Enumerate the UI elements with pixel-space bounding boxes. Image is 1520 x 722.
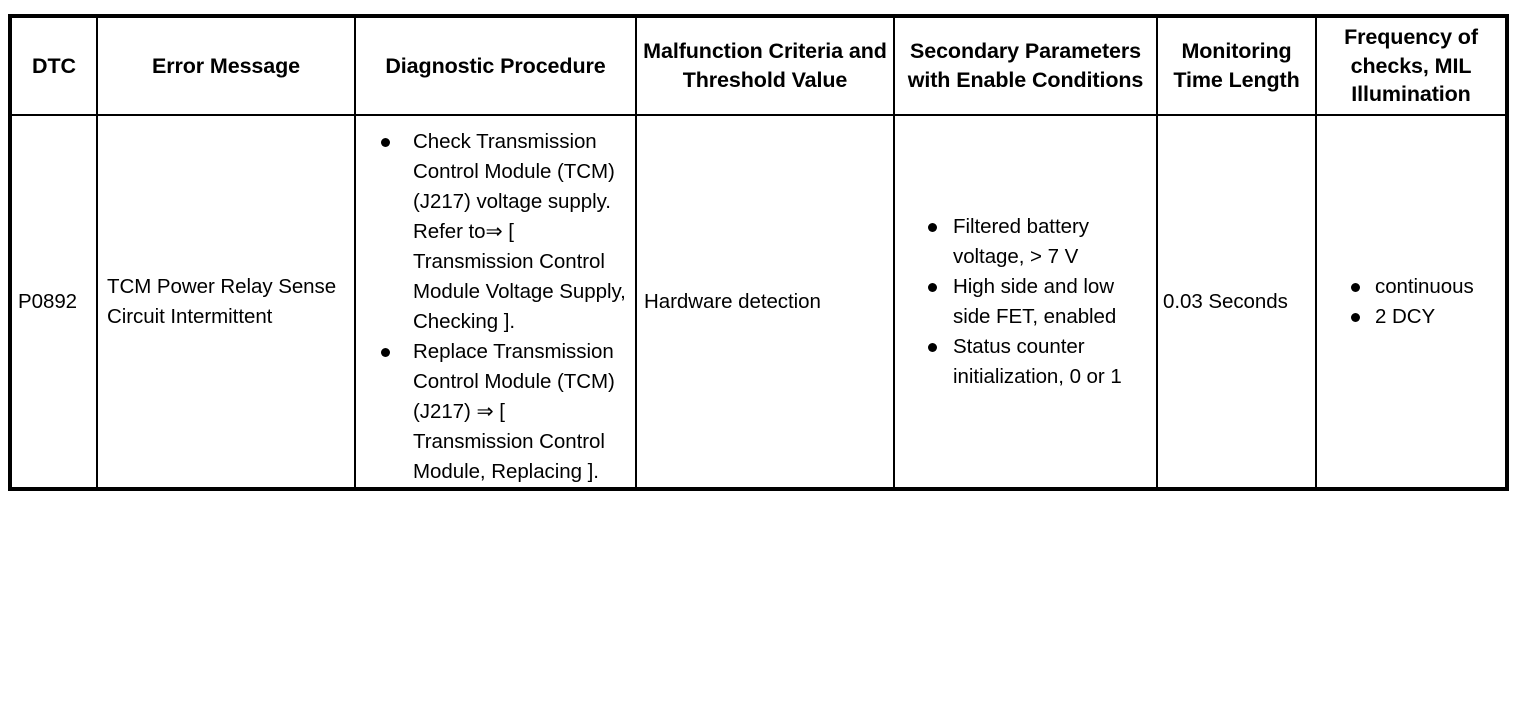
header-row: DTC Error Message Diagnostic Procedure M… [9,15,1508,116]
list-item: Status counter initialization, 0 or 1 [895,332,1156,392]
column-header-diagnostic-procedure: Diagnostic Procedure [354,15,637,116]
column-header-dtc: DTC [9,15,98,116]
list-item-label: Status counter initialization, 0 or 1 [953,334,1122,388]
list-item-label: Check Transmission Control Module (TCM) … [413,130,626,334]
cell-dtc: P0892 [9,113,98,491]
bullet-icon [928,282,937,292]
frequency-of-checks-list: continuous 2 DCY [1317,272,1505,332]
bullet-icon [381,138,390,147]
list-item: Check Transmission Control Module (TCM) … [356,127,635,337]
list-item: continuous [1317,272,1505,302]
bullet-icon [928,222,937,232]
list-item-label: Filtered battery voltage, > 7 V [953,214,1089,268]
cell-frequency-of-checks: continuous 2 DCY [1315,113,1508,491]
list-item-label: Replace Transmission Control Module (TCM… [413,340,615,484]
list-item: High side and low side FET, enabled [895,272,1156,332]
column-header-malfunction-criteria: Malfunction Criteria and Threshold Value [635,15,895,116]
cell-malfunction-criteria: Hardware detection [635,113,895,491]
list-item-label: 2 DCY [1375,304,1436,328]
bullet-icon [381,348,390,358]
table-header: DTC Error Message Diagnostic Procedure M… [9,15,1508,116]
bullet-icon [928,342,937,352]
cell-error-message: TCM Power Relay Sense Circuit Intermitte… [96,113,356,491]
table-row: P0892 TCM Power Relay Sense Circuit Inte… [9,113,1508,491]
cell-diagnostic-procedure: Check Transmission Control Module (TCM) … [354,113,637,491]
bullet-icon [1351,282,1360,292]
column-header-secondary-parameters: Secondary Parameters with Enable Conditi… [893,15,1158,116]
table-body: P0892 TCM Power Relay Sense Circuit Inte… [9,113,1508,491]
list-item: 2 DCY [1317,302,1505,332]
column-header-monitoring-time-length: Monitoring Time Length [1156,15,1317,116]
list-item: Filtered battery voltage, > 7 V [895,212,1156,272]
column-header-error-message: Error Message [96,15,356,116]
list-item: Replace Transmission Control Module (TCM… [356,337,635,487]
cell-monitoring-time-length: 0.03 Seconds [1156,113,1317,491]
secondary-parameters-list: Filtered battery voltage, > 7 V High sid… [895,212,1156,392]
list-item-label: High side and low side FET, enabled [953,274,1117,328]
cell-secondary-parameters: Filtered battery voltage, > 7 V High sid… [893,113,1158,491]
bullet-icon [1351,312,1360,322]
dtc-diagnostic-table: DTC Error Message Diagnostic Procedure M… [8,14,1509,492]
list-item-label: continuous [1375,274,1474,298]
column-header-frequency-of-checks: Frequency of checks, MIL Illumination [1315,15,1508,116]
diagnostic-procedure-list: Check Transmission Control Module (TCM) … [356,127,635,487]
